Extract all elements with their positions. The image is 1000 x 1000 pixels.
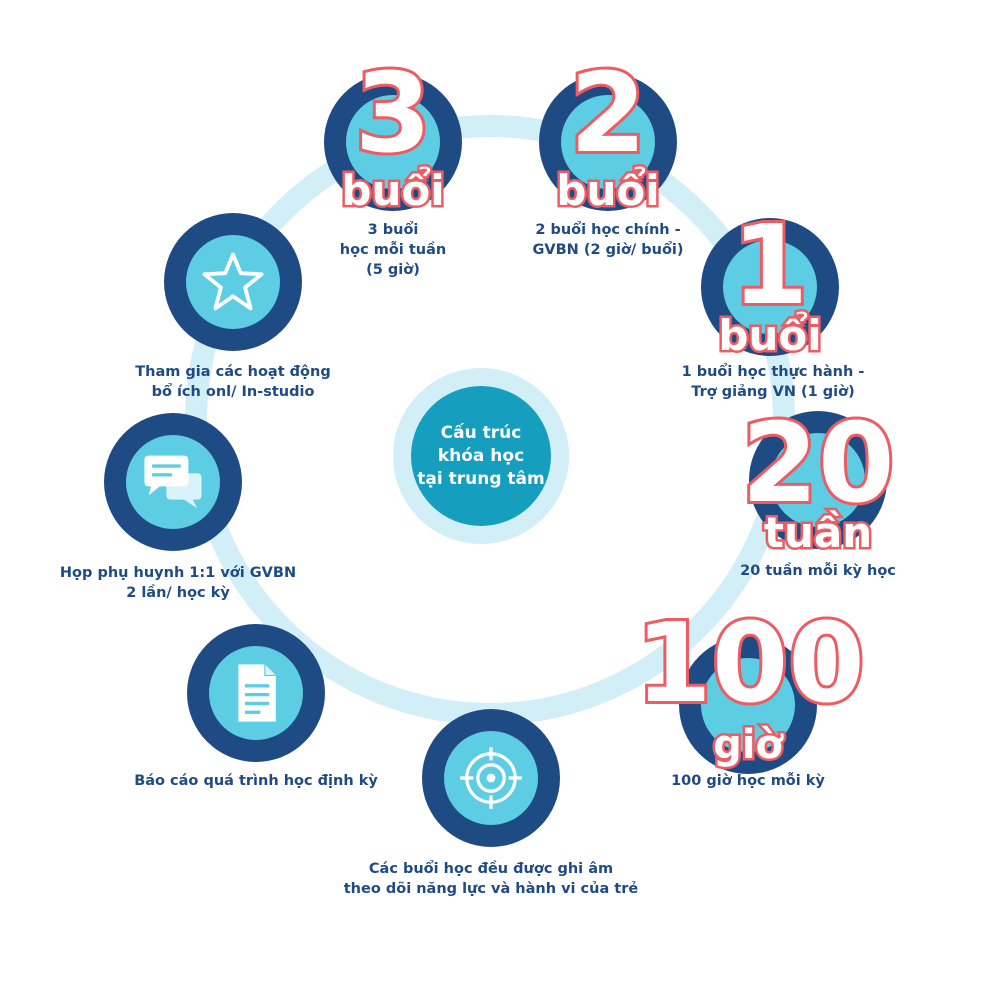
target-icon	[460, 747, 522, 809]
stat-number: 100	[632, 599, 868, 727]
feature-node-parent-meeting	[104, 413, 242, 551]
stat-node-100-hours	[679, 636, 817, 774]
feature-node-recording	[422, 709, 560, 847]
star-icon	[202, 252, 264, 311]
feature-node-activities	[164, 213, 302, 351]
stat-unit: tuần	[761, 508, 874, 557]
stat-node-2-sessions	[539, 73, 677, 211]
stat-unit: buổi	[716, 311, 824, 360]
stat-caption: 3 buổi học mỗi tuần (5 giờ)	[339, 222, 447, 278]
feature-caption: Các buổi học đều được ghi âm theo dõi nă…	[343, 861, 639, 897]
stat-caption: 20 tuần mỗi kỳ học	[740, 563, 896, 579]
document-icon	[238, 664, 276, 722]
stat-caption: 100 giờ học mỗi kỳ	[671, 773, 825, 789]
stat-node-20-weeks	[749, 411, 887, 549]
stat-number: 20	[738, 399, 897, 527]
feature-caption: Tham gia các hoạt động bổ ích onl/ In-st…	[135, 364, 331, 400]
feature-caption: Báo cáo quá trình học định kỳ	[134, 773, 378, 789]
stat-node-1-session	[701, 218, 839, 356]
stat-unit: buổi	[339, 166, 447, 215]
feature-caption: Họp phụ huynh 1:1 với GVBN 2 lần/ học kỳ	[59, 565, 297, 601]
feature-node-report	[187, 624, 325, 762]
stat-number: 2	[567, 49, 650, 177]
stat-number: 3	[352, 49, 435, 177]
stat-number: 1	[729, 201, 812, 329]
stat-unit: buổi	[554, 166, 662, 215]
stat-caption: 1 buổi học thực hành - Trợ giảng VN (1 g…	[681, 364, 865, 400]
chat-bubbles-icon	[144, 455, 202, 509]
stat-node-3-sessions	[324, 73, 462, 211]
stat-caption: 2 buổi học chính - GVBN (2 giờ/ buổi)	[532, 222, 684, 258]
stat-unit: giờ	[711, 722, 786, 768]
center-title: Cấu trúc khóa học tại trung tâm	[411, 386, 551, 526]
